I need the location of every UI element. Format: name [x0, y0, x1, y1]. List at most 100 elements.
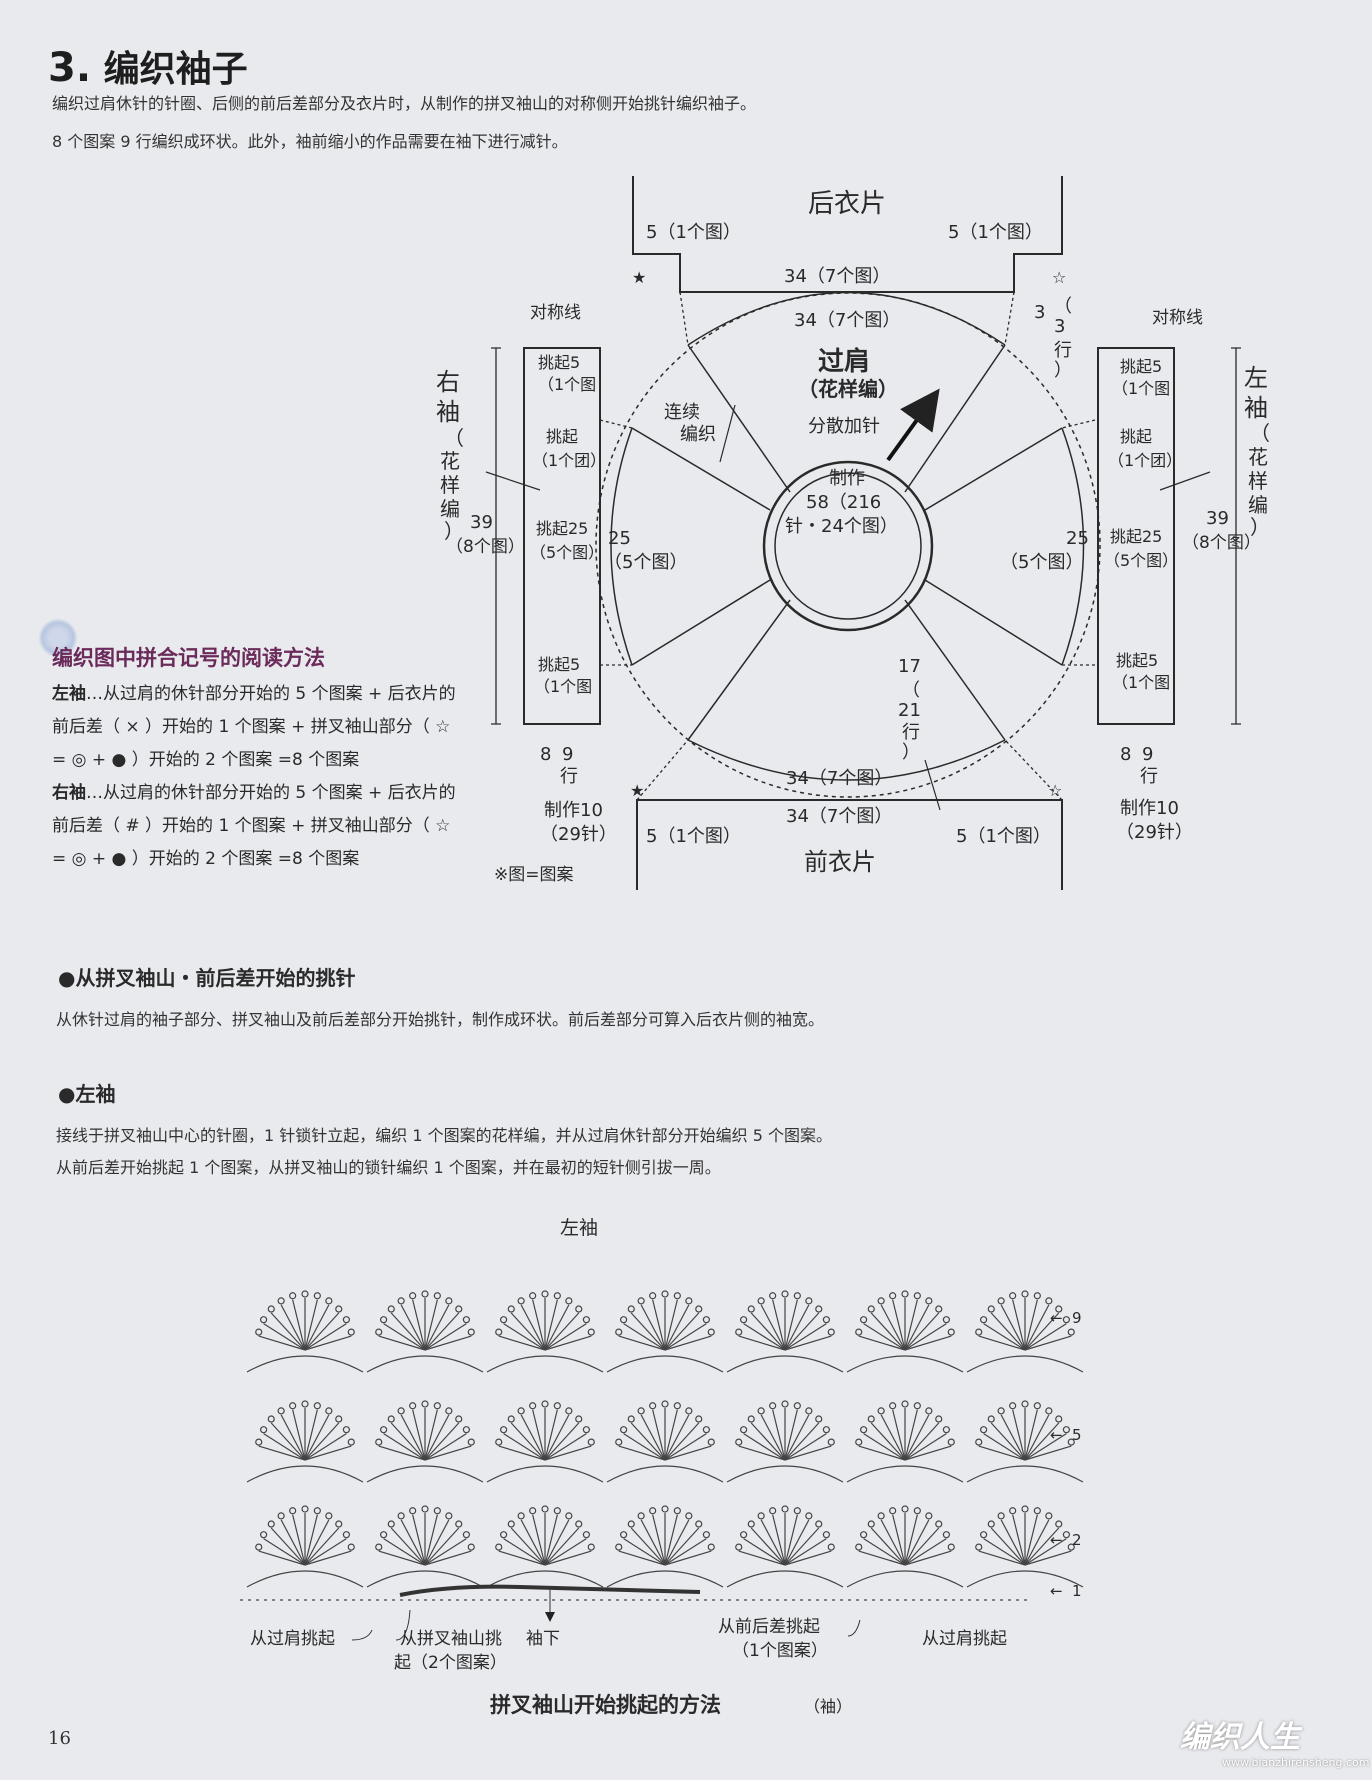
fan-stitch — [498, 1335, 546, 1351]
right-pickup-mid: 挑起 — [546, 427, 578, 446]
picot — [565, 1512, 573, 1520]
back-label: 后衣片 — [808, 189, 886, 219]
chain-arc — [486, 1465, 604, 1483]
fan-stitch — [1024, 1527, 1060, 1566]
picot — [421, 1400, 429, 1408]
label-from-front-back-1: 从前后差挑起 — [718, 1617, 820, 1637]
left-sleeve-note-text: …从过肩的休针部分开始的 5 个图案 + 后衣片的前后差（ × ）开始的 1 个… — [52, 684, 456, 770]
picot — [901, 1290, 909, 1298]
fan-stitch — [544, 1538, 587, 1566]
section-title: 3. 编织袖子 — [48, 40, 248, 92]
fan-stitch — [904, 1445, 952, 1461]
chain-arc — [726, 1355, 844, 1373]
picot — [615, 1328, 623, 1336]
picot — [433, 1507, 441, 1515]
right-sleeve-pattern-4: 编 — [440, 497, 460, 521]
picot — [397, 1512, 405, 1520]
right-sleeve-title-2: 袖 — [436, 398, 460, 426]
fan-stitch — [870, 1422, 906, 1461]
left-sleeve-note-label: 左袖 — [52, 684, 86, 704]
fan-stitch — [304, 1550, 352, 1566]
fan-stitch — [623, 1323, 666, 1351]
fan-stitch — [1024, 1323, 1067, 1351]
picot — [757, 1297, 765, 1305]
chain-arc — [246, 1355, 364, 1373]
picot — [1021, 1290, 1029, 1298]
picot — [289, 1402, 297, 1410]
picot — [421, 1505, 429, 1513]
left-sleeve-pattern-4: 编 — [1248, 493, 1268, 517]
right-sleeve-title-1: 右 — [436, 368, 460, 396]
base-chain — [399, 1584, 701, 1597]
back-center-width: 34（7个图） — [784, 266, 890, 287]
pickup-heading: ●从拼叉袖山・前后差开始的挑针 — [58, 966, 356, 990]
fan-stitch — [983, 1538, 1026, 1566]
fan-stitch — [784, 1550, 832, 1566]
picot — [1009, 1507, 1017, 1515]
fan-stitch — [743, 1323, 786, 1351]
rows-3-a: 3 — [1034, 302, 1045, 323]
neck-line-1: 制作 — [829, 468, 865, 489]
crochet-chart: 左袖 ← 9 ← 5 ← 2 ← 1 从过肩挑起 从拼叉袖山挑 起（2个图案） … — [240, 1217, 1084, 1717]
fan-stitch — [858, 1550, 906, 1566]
picot — [1055, 1520, 1063, 1528]
rows-3-b: （ — [1054, 296, 1072, 317]
fan-stitch — [544, 1335, 592, 1351]
picot — [702, 1531, 710, 1539]
picot — [517, 1512, 525, 1520]
fan-stitch — [280, 1304, 306, 1351]
fan-stitch — [990, 1422, 1026, 1461]
picot — [781, 1400, 789, 1408]
fan-stitch — [400, 1414, 426, 1461]
picot — [1067, 1328, 1075, 1336]
picot — [301, 1290, 309, 1298]
fan-stitch — [784, 1422, 820, 1461]
fan-stitch — [664, 1323, 707, 1351]
picot — [637, 1407, 645, 1415]
picot — [1045, 1512, 1053, 1520]
fan-stitch — [904, 1304, 930, 1351]
fan-stitch — [424, 1519, 450, 1566]
continuous-label-2: 编织 — [680, 424, 716, 445]
fan-stitch — [532, 1409, 546, 1461]
fan-stitch — [870, 1312, 906, 1351]
picot — [827, 1438, 835, 1446]
picot — [673, 1507, 681, 1515]
chain-arc — [366, 1570, 484, 1588]
fan-stitch — [784, 1414, 810, 1461]
picot — [695, 1415, 703, 1423]
picot — [553, 1292, 561, 1300]
fan-stitch — [904, 1433, 947, 1461]
neck-outer-circle — [762, 460, 934, 632]
picot — [1062, 1531, 1070, 1539]
right-pickup-top: 挑起5 — [538, 353, 580, 372]
picot — [255, 1328, 263, 1336]
chain-arc — [966, 1355, 1084, 1373]
picot — [975, 1328, 983, 1336]
chain-arc — [486, 1570, 604, 1588]
picot — [1033, 1292, 1041, 1300]
fan-stitch — [520, 1519, 546, 1566]
right-sleeve-pattern-3: 样 — [440, 473, 460, 497]
fan-stitch — [1000, 1519, 1026, 1566]
picot — [685, 1407, 693, 1415]
fan-stitch — [664, 1519, 690, 1566]
fan-stitch — [904, 1527, 940, 1566]
fan-stitch — [510, 1312, 546, 1351]
chain-arc — [606, 1465, 724, 1483]
fan-stitch — [503, 1323, 546, 1351]
chain-arc — [966, 1570, 1084, 1588]
picot — [615, 1543, 623, 1551]
picot — [587, 1543, 595, 1551]
fan-stitch — [1024, 1550, 1072, 1566]
fan-stitch — [280, 1414, 306, 1461]
picot — [301, 1400, 309, 1408]
picot — [335, 1520, 343, 1528]
picot — [565, 1297, 573, 1305]
left-sleeve-title-2: 袖 — [1244, 394, 1268, 422]
picot — [781, 1505, 789, 1513]
picot — [707, 1543, 715, 1551]
picot — [822, 1426, 830, 1434]
fan-stitch — [412, 1299, 426, 1351]
picot — [500, 1426, 508, 1434]
